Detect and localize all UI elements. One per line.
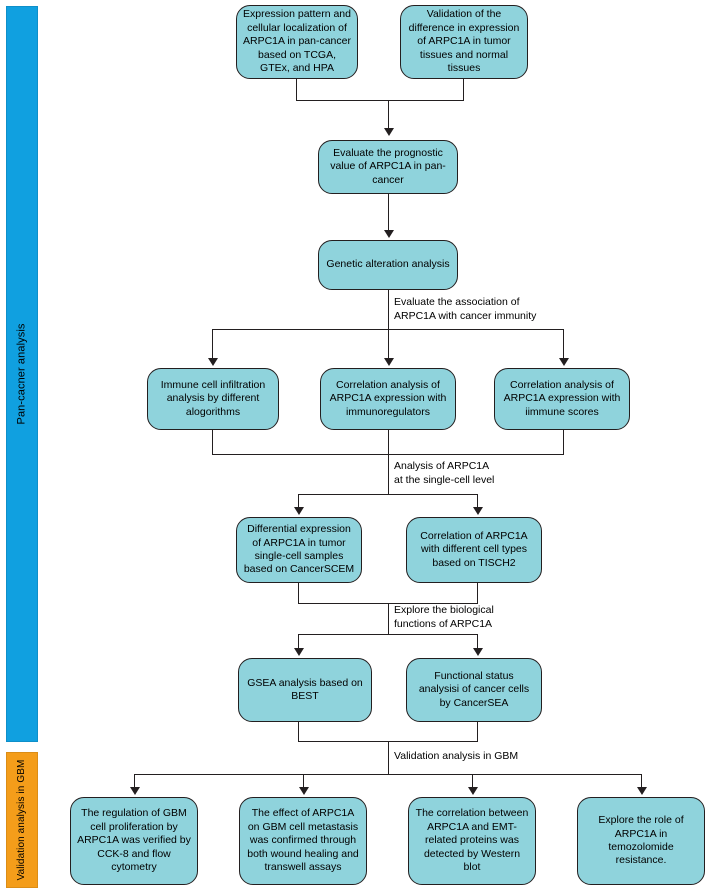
node-cancersea[interactable]: Functional status analysisi of cancer ce… xyxy=(406,658,542,722)
node-gbm-proliferation-text: The regulation of GBM cell proliferation… xyxy=(77,807,191,874)
arrow-to-n12 xyxy=(129,787,140,795)
arrow-to-n13 xyxy=(298,787,309,795)
connector-gbm-b4 xyxy=(641,774,643,790)
node-emt-western-blot[interactable]: The correlation between ARPC1A and EMT-r… xyxy=(408,797,536,885)
node-immune-scores[interactable]: Correlation analysis of ARPC1A expressio… xyxy=(494,368,630,430)
arrow-to-n7 xyxy=(558,358,569,366)
node-gbm-proliferation[interactable]: The regulation of GBM cell proliferation… xyxy=(70,797,198,885)
node-validation-difference[interactable]: Validation of the difference in expressi… xyxy=(400,5,528,79)
arrow-to-n3 xyxy=(383,128,394,136)
connector-row1-merge xyxy=(296,100,464,102)
connector-singlecell-split xyxy=(298,494,478,496)
node-prognostic-value[interactable]: Evaluate the prognostic value of ARPC1A … xyxy=(318,140,458,194)
connector-n3-to-n4 xyxy=(388,194,390,232)
connector-merge-gbm xyxy=(388,741,390,775)
connector-n6-down xyxy=(388,430,390,455)
caption-cancer-immunity: Evaluate the association of ARPC1A with … xyxy=(394,296,537,322)
node-emt-western-blot-text: The correlation between ARPC1A and EMT-r… xyxy=(415,807,529,874)
connector-biofunc-split xyxy=(298,634,478,636)
node-immunoregulators[interactable]: Correlation analysis of ARPC1A expressio… xyxy=(320,368,456,430)
arrow-to-n5 xyxy=(207,358,218,366)
rail-pan-cancer-analysis: Pan-cacner analysis xyxy=(6,6,38,742)
node-immune-infiltration[interactable]: Immune cell infiltration analysis by dif… xyxy=(147,368,279,430)
node-tisch2-text: Correlation of ARPC1A with different cel… xyxy=(420,529,528,569)
rail-validation-gbm: Validation analysis in GBM xyxy=(6,752,38,888)
arrow-to-n11 xyxy=(472,648,483,656)
connector-split-right xyxy=(563,329,565,362)
node-gbm-metastasis[interactable]: The effect of ARPC1A on GBM cell metasta… xyxy=(239,797,367,885)
connector-gbm-b1 xyxy=(134,774,136,790)
node-immune-infiltration-text: Immune cell infiltration analysis by dif… xyxy=(160,378,266,418)
caption-biological-functions: Explore the biological functions of ARPC… xyxy=(394,604,494,630)
node-prognostic-value-text: Evaluate the prognostic value of ARPC1A … xyxy=(330,146,446,186)
node-temozolomide-resistance-text: Explore the role of ARPC1A in temozolomi… xyxy=(598,814,684,867)
node-immune-scores-text: Correlation analysis of ARPC1A expressio… xyxy=(503,378,621,418)
node-gbm-metastasis-text: The effect of ARPC1A on GBM cell metasta… xyxy=(247,807,359,874)
connector-n7-down xyxy=(563,430,565,455)
connector-gbm-b2 xyxy=(303,774,305,790)
node-expression-pattern-text: Expression pattern and cellular localiza… xyxy=(243,8,351,75)
connector-gbm-split xyxy=(134,774,642,776)
connector-n1-down xyxy=(296,79,298,101)
connector-merge-biofunc xyxy=(388,603,390,635)
connector-split-mid xyxy=(388,329,390,362)
connector-gbm-b3 xyxy=(472,774,474,790)
node-immunoregulators-text: Correlation analysis of ARPC1A expressio… xyxy=(329,378,447,418)
connector-singlecell-left xyxy=(298,494,300,511)
arrow-to-n14 xyxy=(467,787,478,795)
arrow-to-n10 xyxy=(293,648,304,656)
connector-biofunc-right xyxy=(477,634,479,652)
rail-gbm-label: Validation analysis in GBM xyxy=(16,759,27,881)
connector-n8-down xyxy=(298,583,300,604)
connector-merge-to-n3 xyxy=(388,100,390,130)
connector-n11-down xyxy=(477,722,479,742)
node-cancerscem-text: Differential expression of ARPC1A in tum… xyxy=(243,523,355,576)
connector-split-left xyxy=(212,329,214,362)
arrow-to-n15 xyxy=(636,787,647,795)
node-gsea-best[interactable]: GSEA analysis based on BEST xyxy=(238,658,372,722)
connector-n9-down xyxy=(477,583,479,604)
arrow-to-n9 xyxy=(472,507,483,515)
node-cancerscem[interactable]: Differential expression of ARPC1A in tum… xyxy=(236,517,362,583)
connector-n4-down xyxy=(388,290,390,330)
arrow-to-n6 xyxy=(383,358,394,366)
node-expression-pattern[interactable]: Expression pattern and cellular localiza… xyxy=(236,5,358,79)
connector-n10-down xyxy=(298,722,300,742)
node-cancersea-text: Functional status analysisi of cancer ce… xyxy=(418,669,530,709)
node-genetic-alteration-text: Genetic alteration analysis xyxy=(326,258,450,271)
node-genetic-alteration[interactable]: Genetic alteration analysis xyxy=(318,240,458,290)
connector-n2-down xyxy=(463,79,465,101)
caption-validation-gbm: Validation analysis in GBM xyxy=(394,750,519,762)
caption-single-cell-level: Analysis of ARPC1A at the single-cell le… xyxy=(394,460,495,486)
arrow-to-n4 xyxy=(383,230,394,238)
rail-pan-cancer-label: Pan-cacner analysis xyxy=(15,323,28,425)
connector-merge-singlecell xyxy=(388,454,390,495)
node-gsea-best-text: GSEA analysis based on BEST xyxy=(247,676,363,702)
connector-n5-down xyxy=(212,430,214,455)
node-validation-difference-text: Validation of the difference in expressi… xyxy=(408,8,520,75)
connector-singlecell-right xyxy=(477,494,479,511)
node-tisch2[interactable]: Correlation of ARPC1A with different cel… xyxy=(406,517,542,583)
connector-biofunc-left xyxy=(298,634,300,652)
arrow-to-n8 xyxy=(293,507,304,515)
node-temozolomide-resistance[interactable]: Explore the role of ARPC1A in temozolomi… xyxy=(577,797,705,885)
